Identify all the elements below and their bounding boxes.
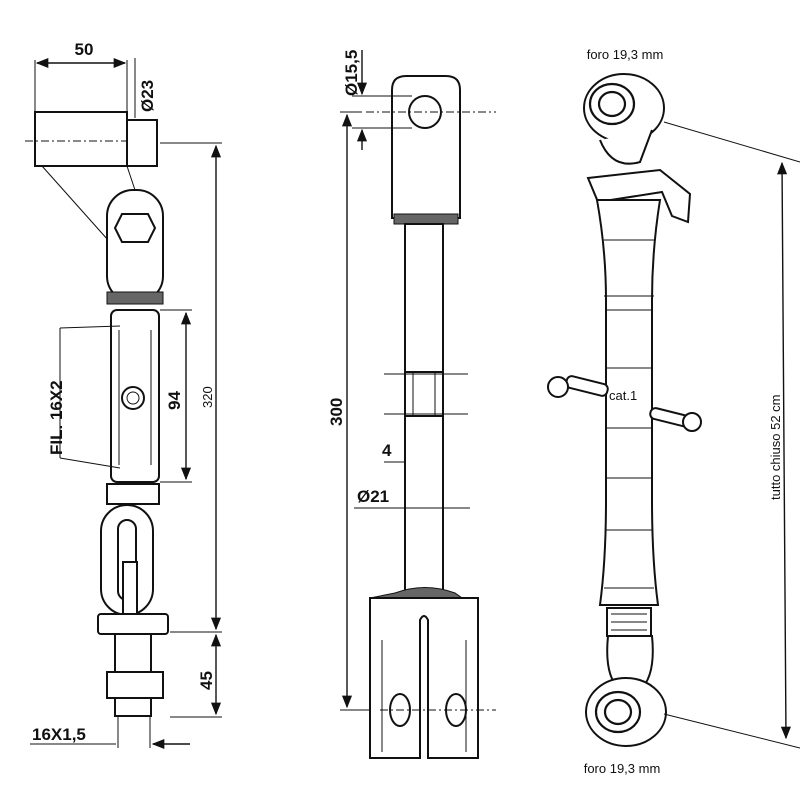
left-top-link-drawing: 50 Ø23 FIL. 16X2 94 320 <box>25 40 222 750</box>
length-label: tutto chiuso 52 cm <box>768 395 783 501</box>
dim-thread-16x2: FIL. 16X2 <box>47 380 66 455</box>
middle-clevis-drawing: Ø15,5 4 Ø21 300 <box>327 50 496 759</box>
pin-left <box>565 375 609 397</box>
tube-hole <box>121 386 145 410</box>
dim-width-50: 50 <box>75 40 94 59</box>
dim-hole-15-5: Ø15,5 <box>342 50 361 96</box>
bottom-hole-label: foro 19,3 mm <box>584 761 661 776</box>
tube-body <box>595 199 662 606</box>
dim-diameter-23: Ø23 <box>138 80 157 112</box>
bolt-nut <box>106 671 164 699</box>
bushing <box>34 111 128 167</box>
dim-4: 4 <box>382 441 392 460</box>
clevis-fork <box>369 597 479 759</box>
top-eye <box>106 189 164 303</box>
dim-rod-21: Ø21 <box>357 487 389 506</box>
right-top-link-illustration: foro 19,3 mm cat.1 foro 19 <box>547 47 800 776</box>
bottom-ball-joint <box>585 677 667 747</box>
dim-320: 320 <box>200 386 215 408</box>
washer <box>97 613 169 635</box>
pin-label: cat.1 <box>609 388 637 403</box>
dim-bolt-thread: 16X1,5 <box>32 725 86 744</box>
top-hole-label: foro 19,3 mm <box>587 47 664 62</box>
dim-94: 94 <box>165 391 184 410</box>
dim-300: 300 <box>327 398 346 426</box>
dim-45: 45 <box>197 671 216 690</box>
hex-nut <box>113 213 157 243</box>
